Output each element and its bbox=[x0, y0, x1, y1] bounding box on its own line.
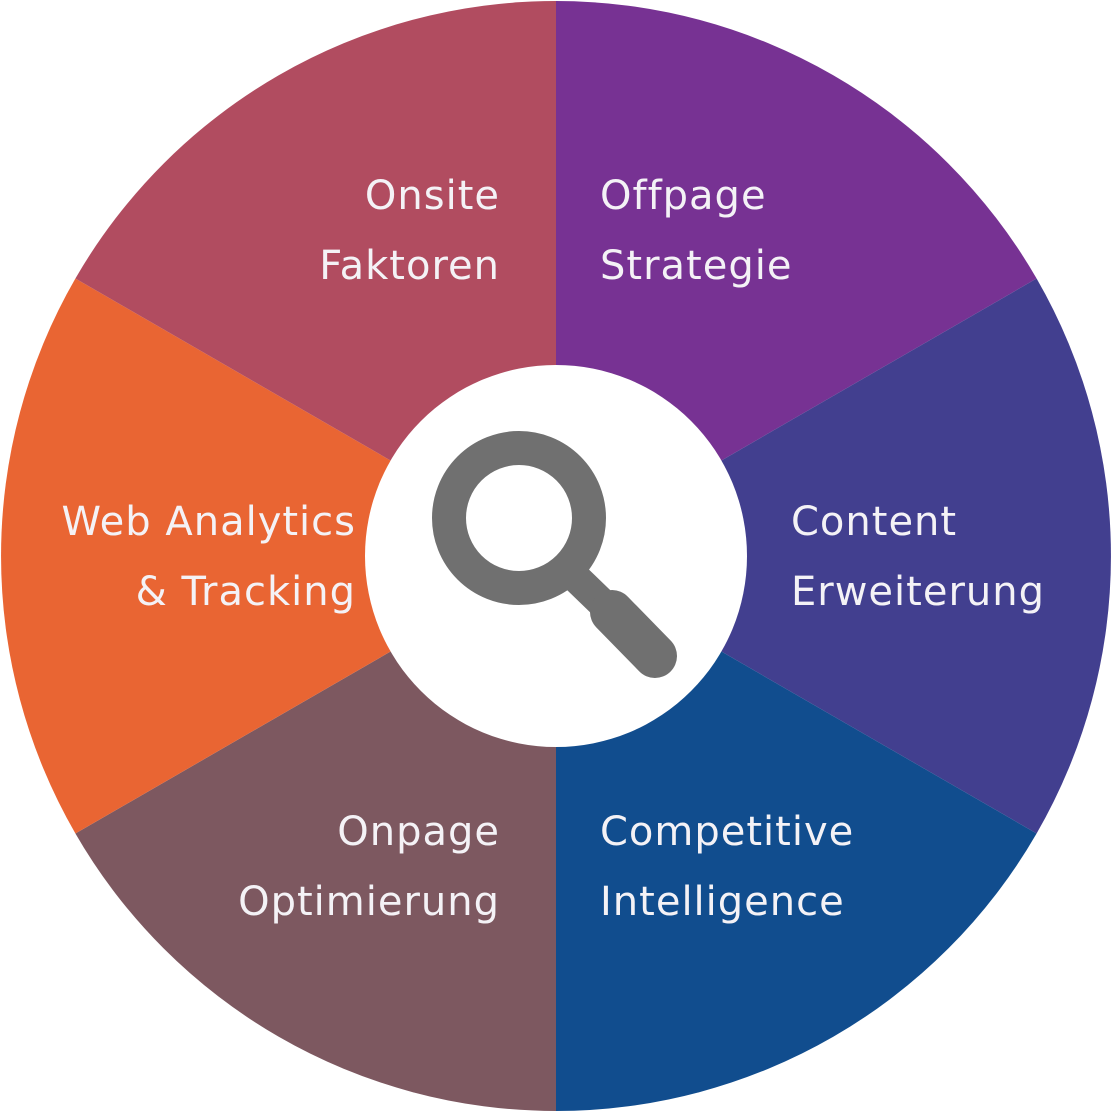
segment-content bbox=[556, 278, 1111, 834]
label-offpage-line1: Offpage bbox=[600, 173, 767, 219]
label-onpage-line1: Onpage bbox=[337, 809, 500, 855]
label-onpage-line2: Optimierung bbox=[238, 879, 500, 925]
magnifying-glass-icon bbox=[432, 431, 677, 678]
label-onsite-line1: Onsite bbox=[364, 173, 500, 219]
label-onpage-optimierung: Onpage Optimierung bbox=[238, 797, 500, 937]
label-competitive-line2: Intelligence bbox=[600, 879, 845, 925]
label-content-line1: Content bbox=[791, 499, 958, 545]
label-web-line1: Web Analytics bbox=[61, 499, 356, 545]
label-web-line2: & Tracking bbox=[135, 569, 356, 615]
label-onsite-line2: Faktoren bbox=[319, 243, 500, 289]
label-competitive-intelligence: Competitive Intelligence bbox=[600, 797, 854, 937]
label-content-line2: Erweiterung bbox=[791, 569, 1045, 615]
label-offpage-strategie: Offpage Strategie bbox=[600, 161, 792, 301]
label-content-erweiterung: Content Erweiterung bbox=[791, 487, 1045, 627]
label-web-analytics-tracking: Web Analytics & Tracking bbox=[61, 487, 356, 627]
segment-web-analytics bbox=[1, 278, 557, 834]
label-offpage-line2: Strategie bbox=[600, 243, 793, 289]
label-onsite-faktoren: Onsite Faktoren bbox=[319, 161, 500, 301]
label-competitive-line1: Competitive bbox=[600, 809, 855, 855]
